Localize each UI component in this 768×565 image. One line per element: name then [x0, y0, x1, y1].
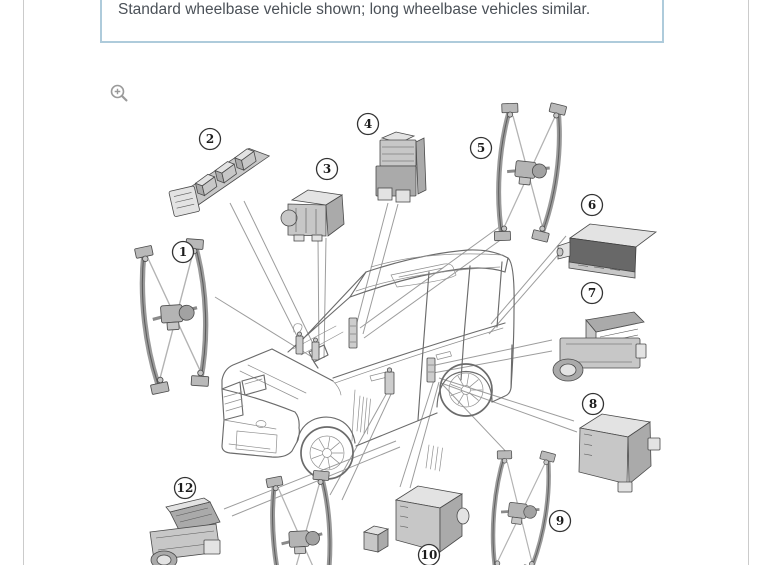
front-door-bracket: [384, 367, 395, 395]
zoom-in-button[interactable]: [108, 82, 130, 104]
svg-text:10: 10: [421, 548, 438, 562]
svg-text:3: 3: [323, 162, 331, 176]
svg-text:8: 8: [589, 397, 597, 411]
callout-8: 8: [581, 392, 605, 416]
callout-4: 4: [356, 112, 380, 136]
svg-text:9: 9: [556, 514, 564, 528]
svg-text:2: 2: [206, 132, 214, 146]
vehicle-illustration: [221, 249, 515, 480]
callout-5: 5: [469, 136, 493, 160]
callout-9: 9: [548, 509, 572, 533]
svg-text:5: 5: [477, 141, 485, 155]
bpillar-bracket: [348, 317, 358, 349]
svg-text:7: 7: [588, 286, 596, 300]
component-window-regulator-11: [266, 470, 337, 565]
callout-10: 10: [417, 543, 441, 565]
component-module-10: [394, 485, 470, 553]
leader-lines: [214, 200, 578, 517]
rear-door-bracket: [426, 357, 436, 383]
component-switch-3: [280, 189, 345, 242]
svg-text:1: 1: [179, 245, 187, 259]
cowl-bracket-1: [295, 331, 304, 355]
right-page-divider: [748, 0, 749, 565]
component-window-regulator-5: [487, 98, 567, 247]
component-switch-pack-2: [168, 147, 271, 217]
callout-12: 12: [173, 476, 197, 500]
svg-text:12: 12: [177, 481, 194, 495]
cowl-bracket-2: [311, 337, 320, 361]
components: [134, 98, 661, 565]
callout-1: 1: [171, 240, 195, 264]
component-window-motor-12: [149, 497, 221, 565]
component-switch-4: [375, 131, 427, 203]
callout-6: 6: [580, 193, 604, 217]
callout-7: 7: [580, 281, 604, 305]
callout-2: 2: [198, 127, 222, 151]
note-box: Standard wheelbase vehicle shown; long w…: [100, 0, 664, 43]
svg-text:6: 6: [588, 198, 596, 212]
note-text: Standard wheelbase vehicle shown; long w…: [118, 1, 591, 18]
component-door-module-6: [556, 223, 658, 279]
component-module-8: [578, 413, 661, 493]
component-window-regulator-9: [482, 445, 556, 565]
component-window-motor-7: [552, 311, 647, 382]
svg-text:4: 4: [364, 117, 372, 131]
component-window-regulator-1: [134, 237, 214, 395]
callout-3: 3: [315, 157, 339, 181]
component-small-motor-11: [362, 525, 390, 553]
magnifier-plus-icon: [110, 84, 128, 102]
left-page-divider: [23, 0, 24, 565]
